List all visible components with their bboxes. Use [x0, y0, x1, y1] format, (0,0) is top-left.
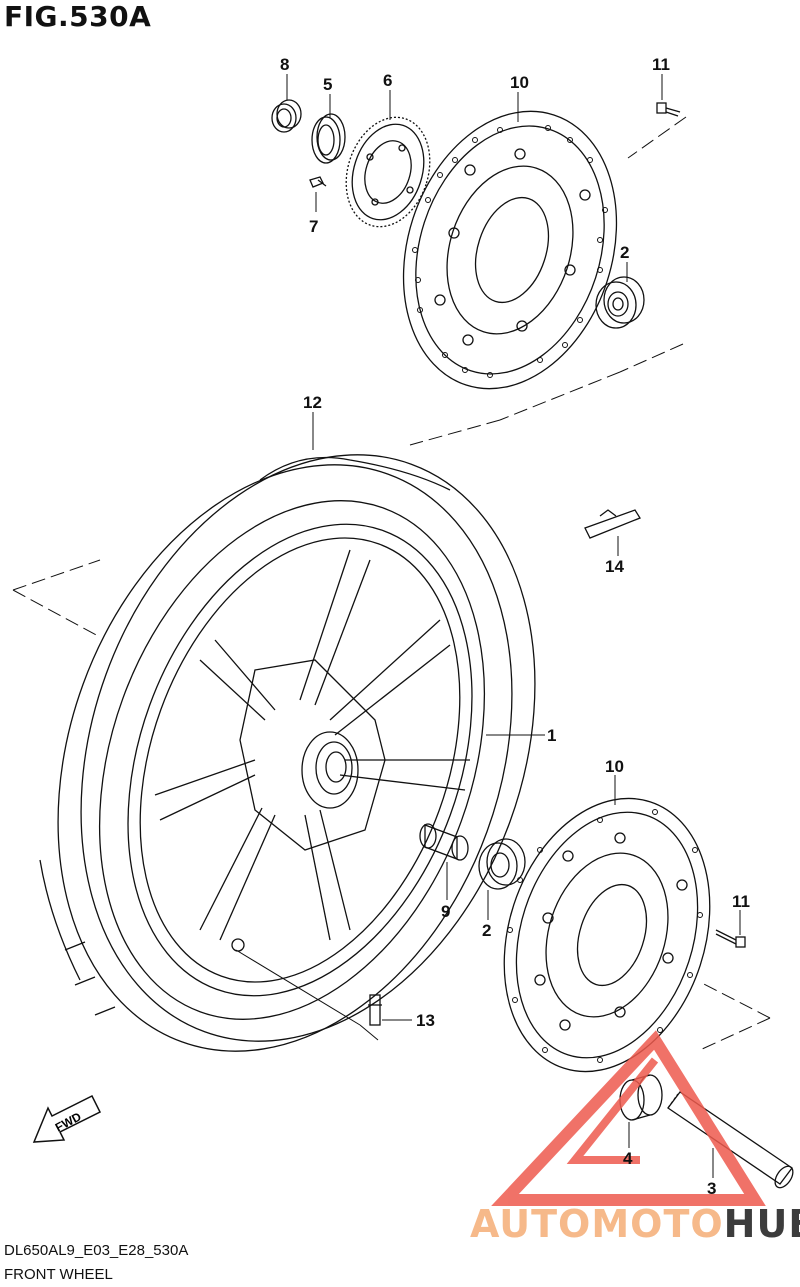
- callout-labels: 8 5 6 10 11 7 2 12 14 1 10 11 9 2 13 4 3: [280, 55, 750, 1198]
- part-4-sensor-rotor: [345, 116, 431, 228]
- callout-11-upper: 11: [652, 55, 670, 74]
- callout-4: 6: [383, 71, 392, 90]
- part-13-valve: [368, 994, 382, 1026]
- part-9-spacer: [419, 823, 469, 861]
- fwd-arrow: [32, 1094, 102, 1143]
- upper-group-guide-lines: [12, 116, 771, 1051]
- part-14-balance-weight: [584, 509, 641, 539]
- callout-1: 1: [547, 726, 556, 745]
- part-2-bearing-upper: [595, 276, 645, 329]
- diagram-code: DL650AL9_E03_E28_530A: [4, 1242, 189, 1259]
- callout-13: 13: [416, 1011, 435, 1030]
- part-12-tyre: [39, 454, 536, 1052]
- callout-8: 8: [280, 55, 289, 74]
- callout-6: 3: [707, 1179, 716, 1198]
- part-6-axle: [667, 1091, 794, 1189]
- upper-disc-holes: [412, 125, 608, 378]
- part-1-wheel-rim: [127, 523, 473, 997]
- watermark-text-part2: HUB: [723, 1202, 800, 1246]
- callout-2-upper: 2: [620, 243, 629, 262]
- part-3-seal: [311, 113, 346, 164]
- part-10-brake-disc-upper: [402, 110, 618, 390]
- callout-2-lower: 2: [482, 921, 491, 940]
- watermark-triangle: [491, 1030, 766, 1206]
- lower-disc-holes: [507, 809, 703, 1063]
- wheel-spokes: [154, 549, 470, 941]
- callout-14: 14: [605, 557, 624, 576]
- callout-10-lower: 10: [605, 757, 624, 776]
- part-8-collar: [271, 99, 302, 133]
- diagram-name: FRONT WHEEL: [4, 1266, 113, 1283]
- callout-11-lower: 11: [732, 892, 750, 911]
- part-10-brake-disc-lower: [503, 797, 711, 1073]
- part-2-bearing-lower: [478, 838, 526, 890]
- callout-5: 7: [309, 217, 318, 236]
- part-11-bolt-lower: [715, 929, 746, 948]
- callout-3: 5: [323, 75, 332, 94]
- watermark-logo: AUTOMOTOHUB: [470, 1202, 800, 1246]
- callout-9: 9: [441, 902, 450, 921]
- leader-lines: [235, 74, 741, 1178]
- part-5-screw: [309, 176, 327, 188]
- figure-title: FIG.530A: [4, 0, 152, 33]
- callout-10-upper: 10: [510, 73, 529, 92]
- part-11-bolt-upper: [656, 102, 681, 117]
- callout-7: 4: [623, 1149, 633, 1168]
- watermark-text-part1: AUTOMOTO: [470, 1202, 724, 1246]
- callout-12: 12: [303, 393, 322, 412]
- wheel-hub: [239, 659, 386, 851]
